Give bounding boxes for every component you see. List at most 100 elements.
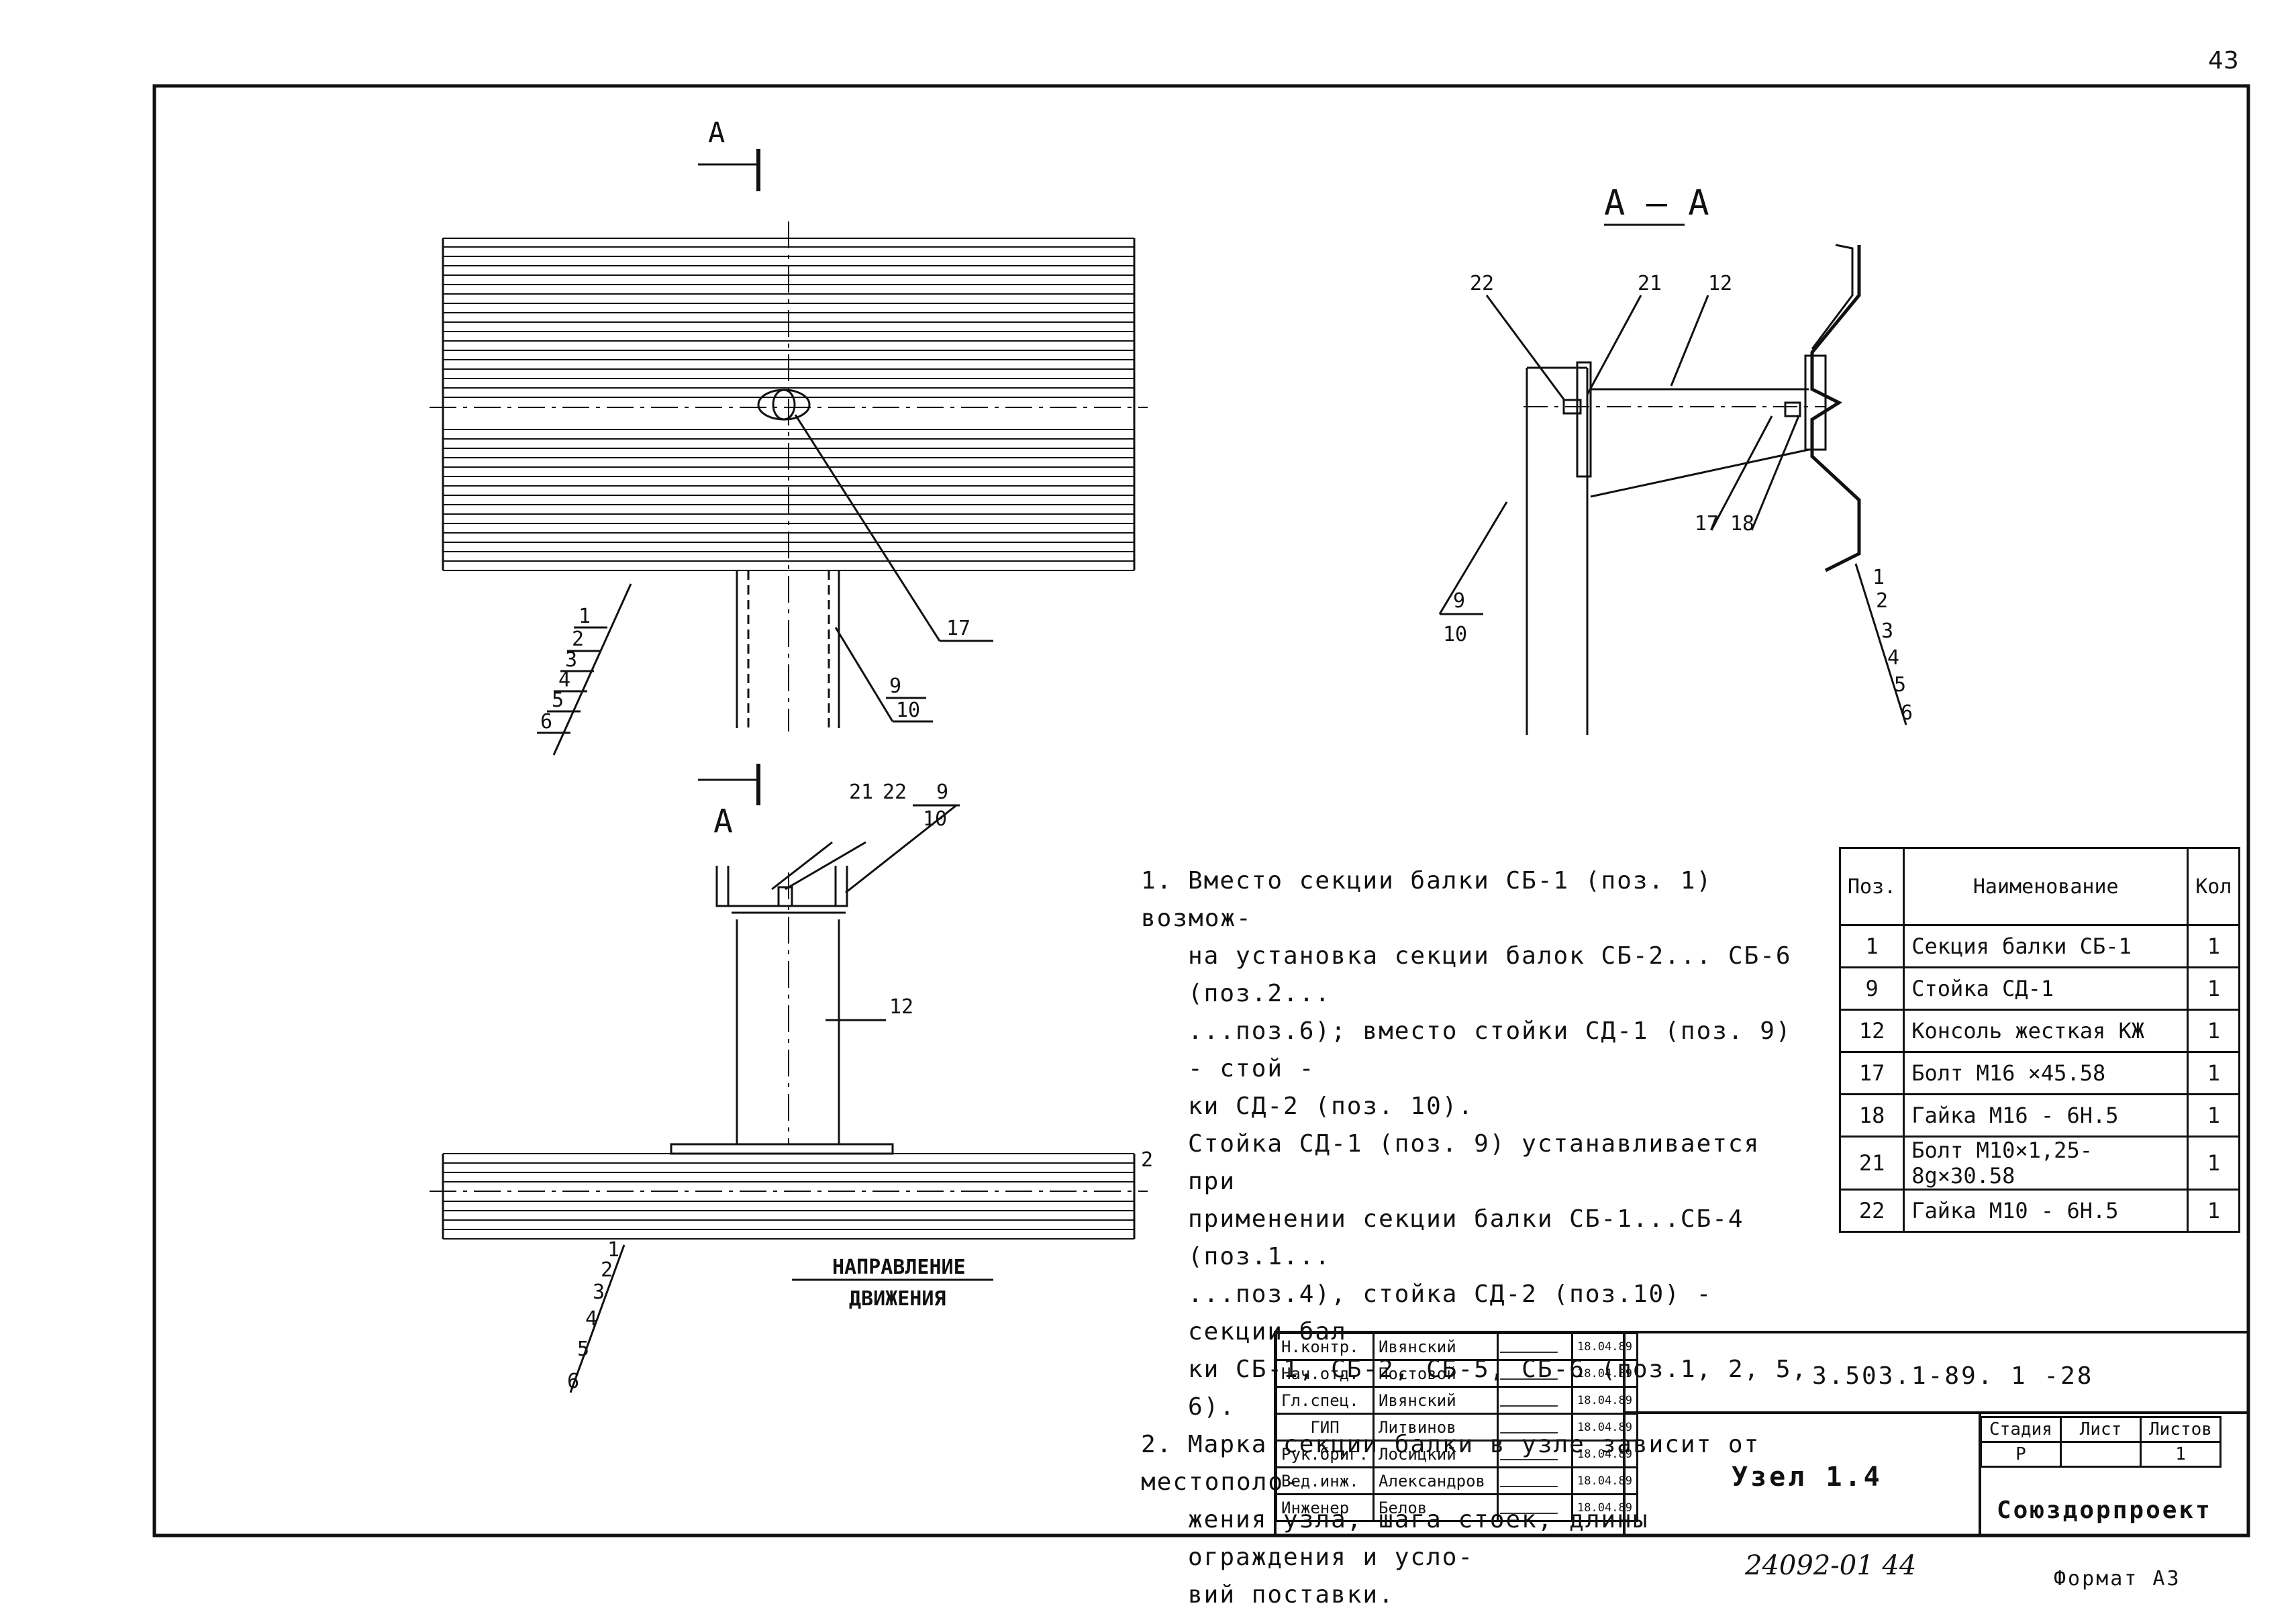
tb-signature xyxy=(1497,1332,1574,1361)
spec-qty: 1 xyxy=(2187,1009,2241,1053)
note-line: на установка секции балок СБ-2... СБ-6 (… xyxy=(1188,942,1792,1007)
callout: 17 xyxy=(946,617,970,640)
note-line: ки СД-2 (поз. 10). xyxy=(1188,1093,1475,1120)
organization-name: Союздорпроект xyxy=(1997,1497,2212,1524)
callout: 21 xyxy=(849,780,873,804)
callout: 21 xyxy=(1638,272,1662,295)
tb-role: ГИП xyxy=(1275,1413,1375,1442)
tb-name: Белов xyxy=(1372,1493,1499,1522)
spec-name: Консоль жесткая КЖ xyxy=(1903,1009,2189,1053)
spec-pos: 22 xyxy=(1838,1189,1905,1233)
note-line: ...поз.6); вместо стойки СД-1 (поз. 9) -… xyxy=(1188,1017,1792,1082)
plan-view-bottom xyxy=(430,764,1148,1393)
title-block-signatures: Н.контр. Ивянский 18.04.89 Нач.отд. Пост… xyxy=(1275,1332,1638,1522)
spec-row: 1 Секция балки СБ-1 1 xyxy=(1838,924,2241,968)
drawing-title: Узел 1.4 xyxy=(1732,1462,1883,1493)
signature-mark xyxy=(1499,1444,1564,1460)
tb-signature xyxy=(1497,1413,1574,1442)
callout: 1 xyxy=(1873,566,1885,589)
note-line: 1.Вместо секции балки СБ-1 (поз. 1) возм… xyxy=(1141,862,1812,938)
callout: 5 xyxy=(552,689,564,712)
cut-mark-a-top: А xyxy=(708,116,725,149)
stage-header: Стадия xyxy=(1980,1416,2062,1443)
spec-row: 21 Болт М10×1,25-8g×30.58 1 xyxy=(1838,1136,2241,1191)
tb-role: Рук.бриг. xyxy=(1275,1440,1375,1468)
tb-name: Литвинов xyxy=(1372,1413,1499,1442)
direction-label-2: ДВИЖЕНИЯ xyxy=(849,1287,946,1311)
sheets-value: 1 xyxy=(2140,1441,2222,1468)
spec-qty: 1 xyxy=(2187,1189,2241,1233)
callout: 10 xyxy=(896,699,920,722)
callout: 6 xyxy=(1901,701,1913,725)
sheet-corner-number: 43 xyxy=(2208,47,2239,74)
spec-row: 22 Гайка М10 - 6Н.5 1 xyxy=(1838,1189,2241,1233)
spec-name: Гайка М10 - 6Н.5 xyxy=(1903,1189,2189,1233)
tb-row: ГИП Литвинов 18.04.89 xyxy=(1275,1413,1638,1442)
note-line: ...поз.4), стойка СД-2 (поз.10) - секции… xyxy=(1188,1280,1713,1346)
signature-mark xyxy=(1499,1390,1564,1407)
tb-signature xyxy=(1497,1493,1574,1522)
spec-name: Секция балки СБ-1 xyxy=(1903,924,2189,968)
spec-name: Болт М16 ×45.58 xyxy=(1903,1051,2189,1095)
callout: 5 xyxy=(577,1338,589,1361)
spec-header-qty: Кол xyxy=(2187,847,2241,926)
callout: 2 xyxy=(572,627,584,651)
spec-name: Болт М10×1,25-8g×30.58 xyxy=(1903,1136,2189,1191)
tb-row: Инженер Белов 18.04.89 xyxy=(1275,1493,1638,1522)
spec-header-name: Наименование xyxy=(1903,847,2189,926)
section-view-a-a xyxy=(1438,223,1907,735)
callout: 3 xyxy=(1881,619,1893,643)
tb-name: Лосицкий xyxy=(1372,1440,1499,1468)
spec-qty: 1 xyxy=(2187,1136,2241,1191)
stage-value: Р xyxy=(1980,1441,2062,1468)
tb-signature xyxy=(1497,1386,1574,1415)
tb-date: 18.04.89 xyxy=(1571,1413,1638,1442)
callout: 3 xyxy=(593,1280,605,1304)
callout: 2 xyxy=(1876,589,1888,613)
tb-role: Н.контр. xyxy=(1275,1332,1375,1361)
callout: 4 xyxy=(585,1307,597,1331)
callout: 2 xyxy=(1141,1148,1153,1172)
tb-date: 18.04.89 xyxy=(1571,1332,1638,1361)
callout: 10 xyxy=(1443,623,1467,646)
spec-qty: 1 xyxy=(2187,1093,2241,1138)
callout: 4 xyxy=(1887,646,1899,670)
spec-row: 9 Стойка СД-1 1 xyxy=(1838,966,2241,1011)
spec-name: Гайка М16 - 6Н.5 xyxy=(1903,1093,2189,1138)
signature-mark xyxy=(1499,1336,1564,1353)
callout: 6 xyxy=(540,710,552,734)
callout: 9 xyxy=(936,780,948,804)
callout: 4 xyxy=(558,668,570,692)
signature-mark xyxy=(1499,1497,1564,1514)
tb-date: 18.04.89 xyxy=(1571,1359,1638,1388)
technical-drawing: А А А – А НАПРАВЛЕНИЕ ДВИЖЕНИЯ 1 2 3 4 5… xyxy=(152,84,2250,1537)
spec-pos: 12 xyxy=(1838,1009,1905,1053)
tb-name: Постовой xyxy=(1372,1359,1499,1388)
callout: 18 xyxy=(1730,512,1754,536)
stage-header-row: Стадия Лист Листов xyxy=(1980,1416,2222,1443)
tb-date: 18.04.89 xyxy=(1571,1466,1638,1495)
spec-pos: 9 xyxy=(1838,966,1905,1011)
signature-mark xyxy=(1499,1470,1564,1487)
callout: 12 xyxy=(1708,272,1732,295)
sheet-header: Лист xyxy=(2060,1416,2142,1443)
plan-view-top xyxy=(430,149,1148,756)
tb-name: Ивянский xyxy=(1372,1332,1499,1361)
spec-name: Стойка СД-1 xyxy=(1903,966,2189,1011)
callout: 9 xyxy=(889,674,901,698)
note-number: 2. xyxy=(1141,1431,1173,1458)
spec-pos: 21 xyxy=(1838,1136,1905,1191)
document-code: 3.503.1-89. 1 -28 xyxy=(1812,1362,2094,1390)
spec-row: 17 Болт М16 ×45.58 1 xyxy=(1838,1051,2241,1095)
tb-name: Ивянский xyxy=(1372,1386,1499,1415)
spec-qty: 1 xyxy=(2187,924,2241,968)
tb-signature xyxy=(1497,1359,1574,1388)
spec-row: 18 Гайка М16 - 6Н.5 1 xyxy=(1838,1093,2241,1138)
spec-qty: 1 xyxy=(2187,966,2241,1011)
specification-table: Поз. Наименование Кол 1 Секция балки СБ-… xyxy=(1838,847,2241,1233)
callout: 5 xyxy=(1894,673,1906,697)
spec-row: 12 Консоль жесткая КЖ 1 xyxy=(1838,1009,2241,1053)
section-title: А – А xyxy=(1604,183,1709,223)
tb-row: Нач.отд. Постовой 18.04.89 xyxy=(1275,1359,1638,1388)
callout: 1 xyxy=(607,1238,619,1262)
